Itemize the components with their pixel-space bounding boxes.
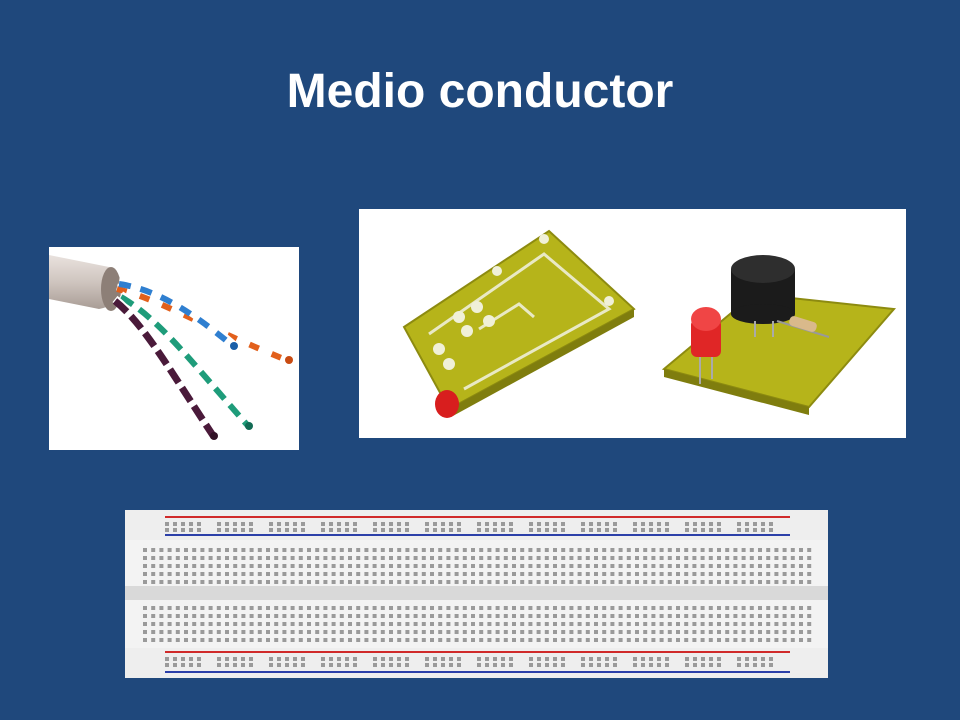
circuit-boards-image bbox=[359, 209, 906, 438]
pcb-icon bbox=[402, 229, 897, 418]
cable-icon bbox=[49, 255, 293, 440]
breadboard-icon bbox=[125, 510, 828, 678]
breadboard-image bbox=[125, 510, 828, 678]
slide-title: Medio conductor bbox=[286, 65, 674, 118]
twisted-pair-cable-image bbox=[49, 247, 299, 450]
